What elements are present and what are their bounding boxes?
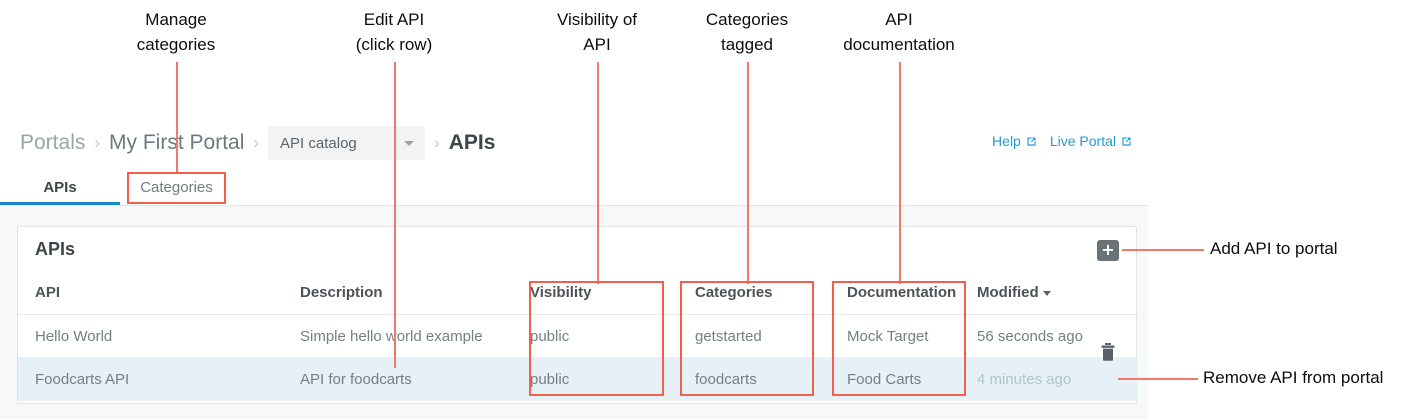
cell-categories: foodcarts: [695, 357, 847, 401]
remove-api-button[interactable]: [1100, 343, 1116, 361]
plus-icon: +: [1101, 240, 1115, 259]
tab-apis[interactable]: APIs: [0, 170, 120, 204]
live-portal-link[interactable]: Live Portal: [1050, 133, 1133, 149]
callout-api-documentation: API documentation: [843, 10, 955, 54]
callout-manage-categories: Manage categories: [136, 10, 216, 54]
cell-documentation: Food Carts: [847, 357, 977, 401]
breadcrumb-portals[interactable]: Portals: [20, 131, 86, 154]
cell-documentation: Mock Target: [847, 314, 977, 358]
connector-line-documentation: [899, 62, 901, 284]
help-link-label: Help: [992, 133, 1021, 149]
cell-api: Hello World: [18, 314, 300, 358]
catalog-select[interactable]: API catalog: [268, 126, 426, 160]
column-header-description[interactable]: Description: [300, 284, 530, 315]
table-row[interactable]: Foodcarts API API for foodcarts public f…: [18, 357, 1138, 401]
table-row[interactable]: Hello World Simple hello world example p…: [18, 314, 1138, 358]
tab-apis-label: APIs: [43, 178, 77, 196]
column-header-visibility[interactable]: Visibility: [530, 284, 695, 315]
sort-desc-icon: [1042, 290, 1051, 296]
active-tab-underline: [0, 202, 120, 205]
connector-line-visibility: [597, 62, 599, 284]
top-links: Help Live Portal: [992, 133, 1133, 149]
tab-categories[interactable]: Categories: [129, 170, 224, 204]
callout-edit-api: Edit API (click row): [355, 10, 433, 54]
cell-visibility: public: [530, 357, 695, 401]
column-header-modified-label: Modified: [977, 284, 1039, 301]
cell-visibility: public: [530, 314, 695, 358]
column-header-modified[interactable]: Modified: [977, 284, 1138, 315]
breadcrumb: Portals › My First Portal › API catalog …: [20, 126, 495, 160]
chevron-down-icon: [404, 140, 415, 146]
callout-categories-tagged: Categories tagged: [705, 10, 789, 54]
breadcrumb-separator-icon: ›: [94, 133, 101, 152]
app-region: Portals › My First Portal › API catalog …: [0, 126, 1148, 419]
column-header-api[interactable]: API: [18, 284, 300, 315]
tab-categories-label: Categories: [140, 178, 213, 196]
column-header-documentation[interactable]: Documentation: [847, 284, 977, 315]
apis-table: API Description Visibility Categories Do…: [18, 284, 1138, 401]
connector-line-categories: [747, 62, 749, 284]
card-title: APIs: [35, 239, 76, 259]
help-link[interactable]: Help: [992, 133, 1038, 149]
add-api-button[interactable]: +: [1097, 240, 1119, 261]
external-link-icon: [1122, 136, 1131, 146]
connector-line-remove-api: [1118, 378, 1198, 380]
breadcrumb-separator-icon: ›: [434, 133, 440, 152]
cell-api: Foodcarts API: [18, 357, 300, 401]
table-header-row: API Description Visibility Categories Do…: [18, 284, 1138, 315]
column-header-categories[interactable]: Categories: [695, 284, 847, 315]
external-link-icon: [1027, 136, 1036, 146]
breadcrumb-current: APIs: [448, 131, 496, 154]
connector-line-manage-categories: [176, 62, 178, 174]
connector-line-edit-api: [394, 62, 396, 368]
callout-add-api: Add API to portal: [1210, 239, 1338, 258]
callout-remove-api: Remove API from portal: [1203, 368, 1384, 387]
apis-card: APIs + API Description Visibility Catego…: [17, 226, 1138, 404]
connector-line-add-api: [1122, 249, 1204, 251]
catalog-select-value: API catalog: [280, 134, 357, 152]
live-portal-link-label: Live Portal: [1049, 133, 1116, 149]
cell-description: Simple hello world example: [300, 314, 530, 358]
callout-visibility-of-api: Visibility of API: [557, 10, 637, 54]
tab-bar: APIs Categories: [0, 170, 1148, 206]
cell-description: API for foodcarts: [300, 357, 530, 401]
breadcrumb-separator-icon: ›: [253, 133, 260, 152]
cell-categories: getstarted: [695, 314, 847, 358]
content-panel: APIs + API Description Visibility Catego…: [0, 205, 1148, 419]
cell-modified: 4 minutes ago: [977, 357, 1138, 401]
